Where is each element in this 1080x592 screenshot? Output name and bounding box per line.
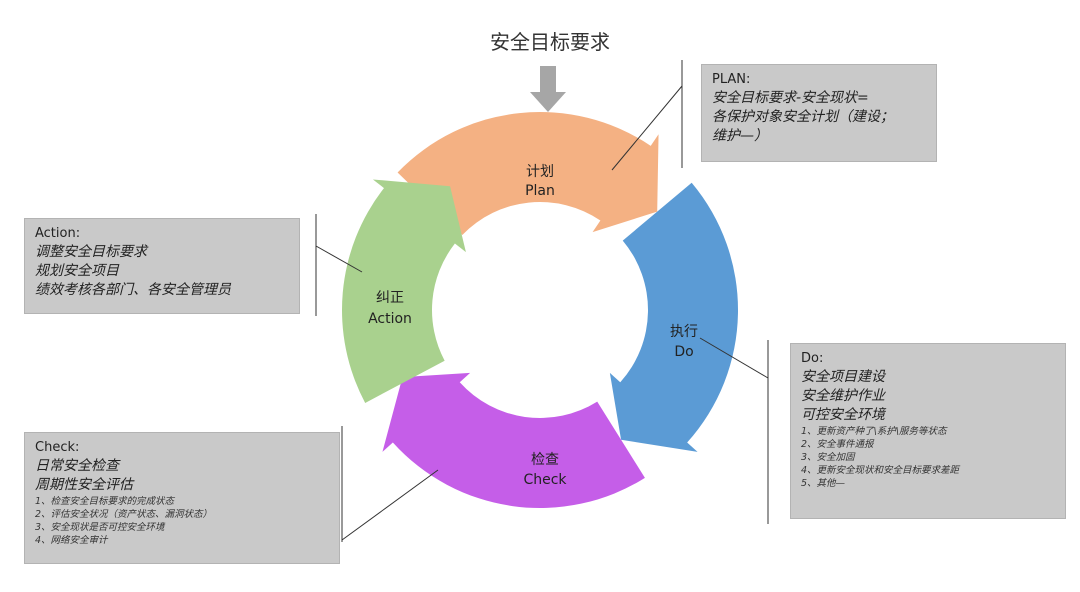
- do-box-item: 2、安全事件通报: [801, 439, 874, 450]
- plan-connector: [611, 85, 683, 171]
- check-connector: [341, 469, 439, 541]
- do-label-en: Do: [674, 344, 693, 360]
- action-connector: [315, 245, 363, 273]
- plan-box-line: 维护—）: [712, 128, 768, 144]
- check-box-line: 日常安全检查: [35, 458, 119, 474]
- check-box-item: 1、检查安全目标要求的完成状态: [35, 496, 175, 507]
- do-segment: [609, 182, 738, 452]
- plan-segment: [397, 111, 659, 235]
- do-box-line: 安全项目建设: [801, 369, 885, 385]
- do-box-item: 5、其他—: [801, 478, 846, 489]
- do-box-line: 可控安全环境: [801, 407, 885, 423]
- check-box-heading: Check:: [35, 440, 80, 455]
- action-box-line: 调整安全目标要求: [35, 244, 147, 260]
- do-box-item: 3、安全加固: [801, 452, 855, 463]
- check-label-en: Check: [523, 472, 567, 488]
- action-label-en: Action: [368, 311, 412, 327]
- do-label-cn: 执行: [670, 324, 698, 340]
- action-segment: [342, 179, 466, 403]
- plan-box-heading: PLAN:: [712, 72, 751, 87]
- check-box-line: 周期性安全评估: [35, 477, 133, 493]
- do-box-item: 1、更新资产种了\系护\服务等状态: [801, 426, 947, 437]
- do-box-item: 4、更新安全现状和安全目标要求差距: [801, 465, 960, 476]
- do-description-box: Do: 安全项目建设 安全维护作业 可控安全环境 1、更新资产种了\系护\服务等…: [790, 343, 1066, 519]
- action-description-box: Action: 调整安全目标要求 规划安全项目 绩效考核各部门、各安全管理员: [24, 218, 300, 314]
- plan-description-box: PLAN: 安全目标要求-安全现状= 各保护对象安全计划（建设； 维护—）: [701, 64, 937, 162]
- do-box-heading: Do:: [801, 351, 824, 366]
- action-box-line: 规划安全项目: [35, 263, 119, 279]
- plan-label-cn: 计划: [526, 164, 554, 180]
- check-label-cn: 检查: [531, 452, 559, 468]
- check-description-box: Check: 日常安全检查 周期性安全评估 1、检查安全目标要求的完成状态 2、…: [24, 432, 340, 564]
- check-box-item: 3、安全现状是否可控安全环境: [35, 522, 165, 533]
- check-segment: [382, 372, 645, 508]
- action-box-line: 绩效考核各部门、各安全管理员: [35, 282, 231, 298]
- input-arrow: [530, 66, 566, 112]
- do-box-line: 安全维护作业: [801, 388, 885, 404]
- action-label-cn: 纠正: [376, 290, 404, 306]
- plan-box-line: 各保护对象安全计划（建设；: [712, 109, 894, 125]
- top-title: 安全目标要求: [490, 30, 610, 54]
- plan-label-en: Plan: [525, 183, 555, 199]
- action-box-heading: Action:: [35, 226, 81, 241]
- do-connector: [699, 337, 769, 379]
- check-box-item: 4、网络安全审计: [35, 535, 108, 546]
- plan-box-line: 安全目标要求-安全现状=: [712, 90, 869, 106]
- connector-lines: [315, 60, 769, 542]
- check-box-item: 2、评估安全状况（资产状态、漏洞状态）: [35, 509, 213, 520]
